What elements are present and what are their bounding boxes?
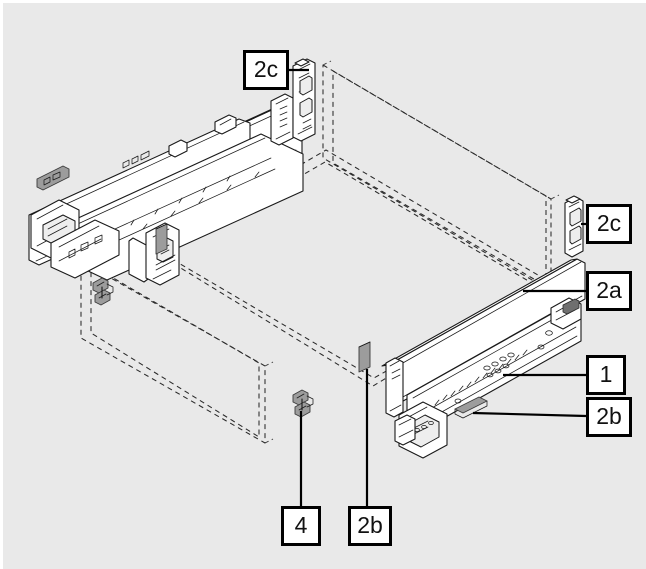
callout-2b-bottom[interactable]: 2b <box>348 506 392 546</box>
callout-2c-right[interactable]: 2c <box>586 204 632 244</box>
callout-2c-right-label: 2c <box>596 209 622 236</box>
phantom-drawer-base <box>152 149 549 387</box>
drawer-runner-rail <box>394 297 582 459</box>
callout-1-label: 1 <box>599 360 613 387</box>
callout-1[interactable]: 1 <box>586 355 626 395</box>
callout-2c-left[interactable]: 2c <box>243 50 289 90</box>
detached-mounting-clip <box>36 165 70 191</box>
left-rear-coupling-block <box>30 199 120 279</box>
callout-2a-label: 2a <box>596 276 622 303</box>
leader-lines <box>289 68 587 506</box>
left-upper-tab <box>214 114 237 135</box>
front-fixing-connector-lower <box>292 389 314 418</box>
callout-2c-left-label: 2c <box>253 55 279 82</box>
callout-2a[interactable]: 2a <box>586 271 632 311</box>
callout-2b-right[interactable]: 2b <box>586 397 632 437</box>
assembly-drawing: .ln { fill:none; stroke:#1a1a1a; stroke-… <box>28 58 587 506</box>
phantom-drawer-front-panel <box>80 260 274 444</box>
cover-cap-center <box>358 341 371 373</box>
left-rear-end-plate <box>270 93 294 146</box>
rail-perforation-strip <box>434 349 528 406</box>
rail-rear-latch-block <box>394 401 448 459</box>
rail-front-tip <box>550 297 582 330</box>
left-mid-tab <box>168 139 188 158</box>
cover-cap-right <box>454 396 488 419</box>
callout-4-label: 4 <box>294 511 308 538</box>
cover-cap-left <box>155 223 168 255</box>
rail-hole-cluster <box>483 352 515 378</box>
left-front-bracket-plate <box>128 222 180 286</box>
left-drawer-side-profile <box>28 93 304 286</box>
front-fixing-connector-upper <box>92 277 114 306</box>
phantom-drawer-back-panel <box>322 60 560 292</box>
back-panel-bracket-right <box>564 195 584 258</box>
callout-4[interactable]: 4 <box>281 506 321 546</box>
back-panel-bracket-left <box>292 58 316 142</box>
callout-2b-right-label: 2b <box>596 402 622 429</box>
callout-2b-bottom-label: 2b <box>357 511 383 538</box>
leader-2b-right <box>472 411 587 418</box>
